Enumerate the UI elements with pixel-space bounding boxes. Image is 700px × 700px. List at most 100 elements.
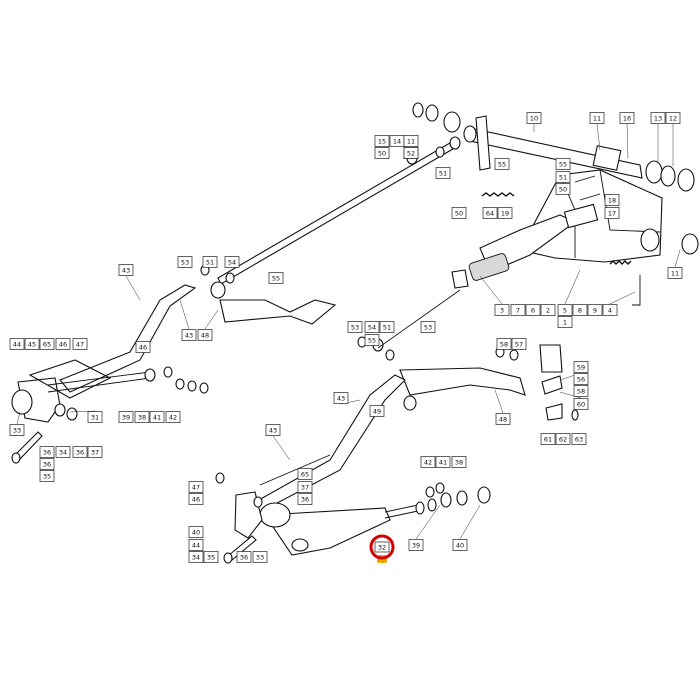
callout-50[interactable]: 50 xyxy=(451,207,467,219)
callout-46[interactable]: 46 xyxy=(55,338,71,350)
callout-44[interactable]: 44 xyxy=(188,539,204,551)
callout-46[interactable]: 46 xyxy=(188,493,204,505)
callout-38[interactable]: 38 xyxy=(451,456,467,468)
callout-11[interactable]: 11 xyxy=(403,135,419,147)
callout-54[interactable]: 54 xyxy=(224,256,240,268)
callout-8[interactable]: 8 xyxy=(572,304,588,316)
callout-65[interactable]: 65 xyxy=(297,468,313,480)
callout-59[interactable]: 59 xyxy=(573,361,589,373)
callout-57[interactable]: 57 xyxy=(511,338,527,350)
callout-41[interactable]: 41 xyxy=(435,456,451,468)
callout-38[interactable]: 38 xyxy=(134,411,150,423)
callout-45[interactable]: 45 xyxy=(24,338,40,350)
callout-56[interactable]: 56 xyxy=(573,373,589,385)
callout-13[interactable]: 13 xyxy=(650,112,666,124)
callout-55[interactable]: 55 xyxy=(555,158,571,170)
callout-42[interactable]: 42 xyxy=(165,411,181,423)
callout-36[interactable]: 36 xyxy=(236,551,252,563)
callout-51[interactable]: 51 xyxy=(202,256,218,268)
callout-number: 39 xyxy=(122,413,130,421)
callout-6[interactable]: 6 xyxy=(525,304,541,316)
callout-46[interactable]: 46 xyxy=(135,341,151,353)
callout-36[interactable]: 36 xyxy=(39,458,55,470)
highlighted-part[interactable]: 32 xyxy=(369,534,395,563)
callout-50[interactable]: 50 xyxy=(555,183,571,195)
callout-44[interactable]: 44 xyxy=(9,338,25,350)
callout-51[interactable]: 51 xyxy=(379,321,395,333)
callout-43[interactable]: 43 xyxy=(118,264,134,276)
callout-33[interactable]: 33 xyxy=(252,551,268,563)
callout-37[interactable]: 37 xyxy=(297,481,313,493)
callout-49[interactable]: 49 xyxy=(369,405,385,417)
callout-10[interactable]: 10 xyxy=(526,112,542,124)
callout-63[interactable]: 63 xyxy=(571,433,587,445)
callout-58[interactable]: 58 xyxy=(573,385,589,397)
callout-36[interactable]: 36 xyxy=(39,446,55,458)
callout-15[interactable]: 15 xyxy=(374,135,390,147)
highlight-label[interactable]: 32 xyxy=(378,544,386,552)
callout-11[interactable]: 11 xyxy=(589,112,605,124)
callout-53[interactable]: 53 xyxy=(420,321,436,333)
callout-65[interactable]: 65 xyxy=(39,338,55,350)
callout-16[interactable]: 16 xyxy=(619,112,635,124)
callout-40[interactable]: 40 xyxy=(452,539,468,551)
callout-52[interactable]: 52 xyxy=(403,147,419,159)
callout-19[interactable]: 19 xyxy=(497,207,513,219)
callout-33[interactable]: 33 xyxy=(9,424,25,436)
callout-47[interactable]: 47 xyxy=(188,481,204,493)
callout-35[interactable]: 35 xyxy=(203,551,219,563)
callout-number: 4 xyxy=(608,306,612,314)
callout-number: 2 xyxy=(546,306,550,314)
callout-48[interactable]: 48 xyxy=(197,329,213,341)
callout-64[interactable]: 64 xyxy=(482,207,498,219)
callout-47[interactable]: 47 xyxy=(72,338,88,350)
callout-box xyxy=(72,338,88,350)
callout-54[interactable]: 54 xyxy=(364,321,380,333)
callout-53[interactable]: 53 xyxy=(347,321,363,333)
callout-9[interactable]: 9 xyxy=(587,304,603,316)
callout-12[interactable]: 12 xyxy=(665,112,681,124)
callout-37[interactable]: 37 xyxy=(87,446,103,458)
callout-62[interactable]: 62 xyxy=(555,433,571,445)
callout-51[interactable]: 51 xyxy=(435,167,451,179)
callout-31[interactable]: 31 xyxy=(87,411,103,423)
callout-61[interactable]: 61 xyxy=(540,433,556,445)
callout-number: 51 xyxy=(383,323,391,331)
callout-51[interactable]: 51 xyxy=(555,171,571,183)
callout-55[interactable]: 55 xyxy=(494,158,510,170)
callout-48[interactable]: 48 xyxy=(495,413,511,425)
callout-58[interactable]: 58 xyxy=(496,338,512,350)
callout-7[interactable]: 7 xyxy=(510,304,526,316)
callout-35[interactable]: 35 xyxy=(39,470,55,482)
callout-50[interactable]: 50 xyxy=(374,147,390,159)
callout-55[interactable]: 55 xyxy=(364,334,380,346)
callout-53[interactable]: 53 xyxy=(177,256,193,268)
callout-39[interactable]: 39 xyxy=(408,539,424,551)
callout-34[interactable]: 34 xyxy=(55,446,71,458)
callout-40[interactable]: 40 xyxy=(188,526,204,538)
callout-4[interactable]: 4 xyxy=(602,304,618,316)
callout-60[interactable]: 60 xyxy=(573,398,589,410)
callout-number: 53 xyxy=(181,258,189,266)
callout-number: 52 xyxy=(407,149,415,157)
callout-36[interactable]: 36 xyxy=(297,493,313,505)
callout-2[interactable]: 2 xyxy=(540,304,556,316)
callout-34[interactable]: 34 xyxy=(188,551,204,563)
callout-14[interactable]: 14 xyxy=(389,135,405,147)
callout-1[interactable]: 1 xyxy=(557,316,573,328)
callout-box xyxy=(510,304,526,316)
callout-42[interactable]: 42 xyxy=(420,456,436,468)
callout-55[interactable]: 55 xyxy=(268,272,284,284)
callout-36[interactable]: 36 xyxy=(72,446,88,458)
callout-17[interactable]: 17 xyxy=(604,207,620,219)
callout-39[interactable]: 39 xyxy=(118,411,134,423)
callout-41[interactable]: 41 xyxy=(149,411,165,423)
callout-43[interactable]: 43 xyxy=(265,424,281,436)
callout-box xyxy=(188,551,204,563)
callout-5[interactable]: 5 xyxy=(557,304,573,316)
callout-43[interactable]: 43 xyxy=(333,392,349,404)
callout-18[interactable]: 18 xyxy=(604,194,620,206)
callout-11[interactable]: 11 xyxy=(667,267,683,279)
callout-43[interactable]: 43 xyxy=(181,329,197,341)
callout-3[interactable]: 3 xyxy=(494,304,510,316)
